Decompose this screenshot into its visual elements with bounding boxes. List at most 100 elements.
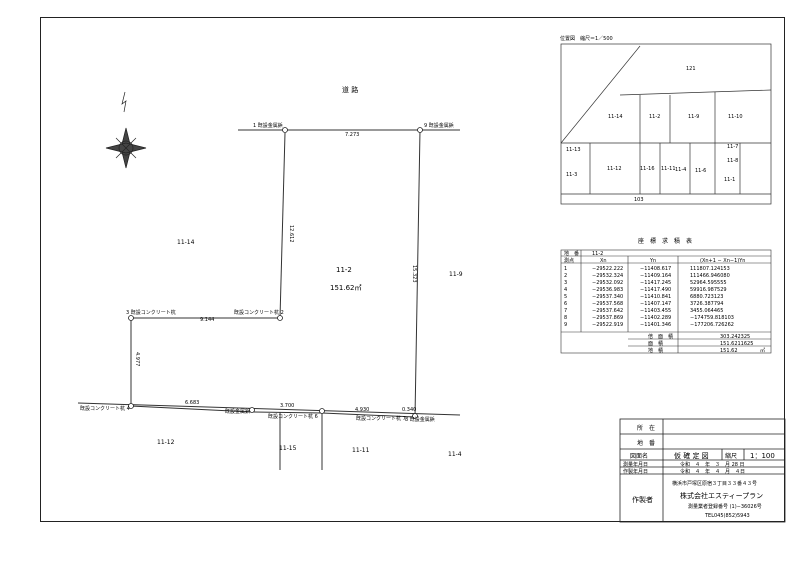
tb-survey-date-label: 測量年月日 <box>623 461 648 468</box>
tb-location-label: 所 在 <box>637 424 655 432</box>
point-4-label: 既設コンクリート杭 4 <box>80 405 130 412</box>
tb-author-label: 作製者 <box>632 495 653 504</box>
coord-cell-r4-c2: −29536.983 <box>592 287 623 293</box>
coord-cell-r8-c1: 8 <box>564 315 567 321</box>
locator-label-11-8: 11-8 <box>727 158 738 164</box>
tb-author-address: 横浜市戸塚区原宿３丁目３３番４３号 <box>672 480 757 487</box>
coord-cell-r2-c4: 111466.946080 <box>690 273 730 279</box>
locator-label-11-7: 11-7 <box>727 144 738 150</box>
coord-footer-unit: ㎡ <box>760 347 765 354</box>
locator-label-103: 103 <box>634 197 644 203</box>
point-7 <box>412 413 418 419</box>
dist-lower-vertical: 4.977 <box>134 352 140 366</box>
dist-bottom-left: 6.683 <box>185 400 199 406</box>
point-5 <box>249 407 255 413</box>
dist-right-vertical: 15.323 <box>411 265 417 283</box>
coord-footer-chiseki-label: 地 積 <box>648 347 663 354</box>
coord-footer-double-label: 倍 面 積 <box>648 333 673 340</box>
coord-cell-r6-c4: 3726.387794 <box>690 301 723 307</box>
coord-cell-r8-c2: −29537.869 <box>592 315 623 321</box>
locator-label-11-13: 11-13 <box>566 147 581 153</box>
boundary-lines <box>77 129 461 470</box>
point-7-label: 既設コンクリート杭 7 <box>356 415 406 422</box>
point-9 <box>417 127 423 133</box>
point-1 <box>282 127 288 133</box>
locator-label-121: 121 <box>686 66 696 72</box>
coord-cell-r6-c3: −11407.147 <box>640 301 671 307</box>
locator-label-11-6: 11-6 <box>695 168 706 174</box>
locator-label-11-14: 11-14 <box>608 114 623 120</box>
locator-label-11-12: 11-12 <box>607 166 622 172</box>
coord-cell-r7-c4: 3455.064465 <box>690 308 723 314</box>
coord-cell-r9-c4: −177206.726262 <box>690 322 734 328</box>
point-3-label: 3 既設コンクリート杭 <box>126 309 176 316</box>
coord-header-point: 測点 <box>564 257 574 264</box>
point-9-label: 9 既設金属鋲 <box>424 122 454 129</box>
point-3 <box>128 315 134 321</box>
parcel-11-11-label: 11-11 <box>352 447 370 454</box>
parcel-area-label: 151.62㎡ <box>330 284 362 292</box>
coord-footer-area-label: 面 積 <box>648 340 663 347</box>
coord-cell-r9-c1: 9 <box>564 322 567 328</box>
tb-author-company: 株式会社エスティープラン <box>680 491 763 500</box>
coord-cell-r8-c4: −174759.818103 <box>690 315 734 321</box>
coord-footer-double-value: 303.242325 <box>720 334 750 340</box>
dist-top: 7.273 <box>345 132 359 138</box>
coord-cell-r9-c3: −11401.346 <box>640 322 671 328</box>
locator-label-11-3: 11-3 <box>566 172 577 178</box>
point-5-label: 既設金属鋲 <box>225 408 250 415</box>
coord-cell-r8-c3: −11402.289 <box>640 315 671 321</box>
tb-created-date: 令和 ４ 年 ４ 月 ４日 <box>680 468 745 475</box>
tb-scale-label: 縮尺 <box>725 452 737 460</box>
coord-cell-r2-c1: 2 <box>564 273 567 279</box>
tb-author-tel: TEL045(852)5943 <box>704 513 750 519</box>
parcel-11-14-label: 11-14 <box>177 239 195 246</box>
coord-cell-r3-c1: 3 <box>564 280 567 286</box>
coord-cell-r4-c3: −11417.490 <box>640 287 671 293</box>
dist-left-vertical: 12.612 <box>288 225 294 243</box>
parcel-11-9-label: 11-9 <box>449 271 463 278</box>
locator-label-11-9: 11-9 <box>688 114 699 120</box>
locator-label-11-10: 11-10 <box>728 114 743 120</box>
coord-cell-r3-c3: −11417.245 <box>640 280 671 286</box>
coord-footer-chiseki-value: 151.62 <box>720 348 738 354</box>
coord-lot-label: 地 番 <box>564 250 579 257</box>
point-6 <box>319 408 325 414</box>
coord-cell-r7-c2: −29537.642 <box>592 308 623 314</box>
point-4 <box>128 403 134 409</box>
coord-cell-r1-c3: −11408.617 <box>640 266 671 272</box>
point-6-label: 既設コンクリート杭 6 <box>268 413 318 420</box>
coord-table-grid <box>560 249 772 354</box>
locator-label-11-4: 11-4 <box>675 167 686 173</box>
coord-cell-r6-c2: −29537.568 <box>592 301 623 307</box>
tb-lot-label: 地 番 <box>637 439 655 447</box>
parcel-main-label: 11-2 <box>336 266 352 274</box>
coord-table-title: 座 標 求 積 表 <box>638 237 692 245</box>
coord-header-xn: Xn <box>600 258 607 264</box>
locator-label-11-2: 11-2 <box>649 114 660 120</box>
locator-label-11-16: 11-16 <box>640 166 655 172</box>
coord-cell-r7-c3: −11403.455 <box>640 308 671 314</box>
dist-mid: 9.144 <box>200 317 214 323</box>
compass-icon <box>105 91 147 169</box>
tb-created-date-label: 作製年月日 <box>623 468 648 475</box>
coord-cell-r5-c3: −11410.841 <box>640 294 671 300</box>
locator-label-11-11: 11-11 <box>661 166 676 172</box>
coord-cell-r2-c2: −29532.324 <box>592 273 623 279</box>
locator-label-11-1: 11-1 <box>724 177 735 183</box>
parcel-11-15-label: 11-15 <box>279 445 297 452</box>
coord-cell-r4-c1: 4 <box>564 287 567 293</box>
south-line <box>77 402 461 416</box>
coord-cell-r5-c2: −29537.340 <box>592 294 623 300</box>
title-block-grid <box>619 418 786 523</box>
point-1-label: 1 既設金属鋲 <box>253 122 283 129</box>
tb-scale: 1：100 <box>750 452 775 460</box>
coord-cell-r3-c4: 52964.595555 <box>690 280 727 286</box>
coord-cell-r1-c1: 1 <box>564 266 567 272</box>
coord-header-yn: Yn <box>649 258 656 264</box>
parcel-11-4-label: 11-4 <box>448 451 462 458</box>
parcel-11-2-boundary <box>130 129 421 418</box>
coord-cell-r3-c2: −29532.092 <box>592 280 623 286</box>
